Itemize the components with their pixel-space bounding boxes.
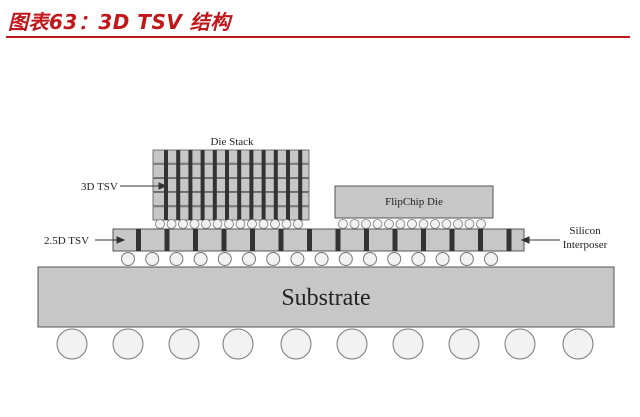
interposer-label-line1: Silicon [569,225,601,237]
micro-bump [441,219,452,229]
tsv-25d [335,229,341,251]
c4-bump [169,252,184,266]
solder-ball [112,328,144,360]
c4-bump [435,252,450,266]
tsv-25d [221,229,227,251]
micro-bump [361,219,371,229]
tsv-3d [200,150,205,220]
solder-ball [222,328,254,360]
arrowhead-25d-tsv [116,236,126,244]
substrate [37,266,615,328]
tsv-25d [478,229,483,251]
flipchip-die-label: FlipChip Die [385,196,443,208]
tsv-3d [298,150,303,220]
tsv-25d [449,229,455,251]
micro-bump [464,219,475,229]
die-stack-label: Die Stack [210,136,254,148]
micro-bump [293,219,303,229]
c4-bump [363,252,377,266]
tsv-3d [286,150,290,220]
solder-ball [504,328,536,360]
solder-ball [336,328,368,360]
solder-ball [448,328,480,360]
micro-bump [189,219,200,229]
tsv-3d [261,150,266,220]
micro-bump [247,219,257,229]
substrate-label: Substrate [281,285,370,311]
silicon-interposer [112,228,525,252]
solder-ball [280,328,312,360]
c4-bump [193,252,208,266]
c4-bump [314,252,329,266]
tsv-3d [188,150,193,220]
micro-bump [407,219,417,229]
interposer-label-line2: Interposer [563,239,608,251]
micro-bump [258,219,269,229]
micro-bump [166,219,177,229]
solder-ball [168,328,200,360]
c4-bump [484,252,498,266]
figure-title: 图表63：3D TSV 结构 [8,10,231,34]
micro-bump [338,219,348,229]
micro-bump [155,219,165,229]
tsv-25d [506,229,512,251]
tsv-25d [136,229,141,251]
solder-ball [562,328,594,360]
micro-bump [235,219,246,229]
c4-bump [411,252,426,266]
micro-bump [212,219,223,229]
micro-bump [281,219,292,229]
tsv-25d-label: 2.5D TSV [44,235,89,247]
tsv-25d [421,229,426,251]
micro-bump [418,219,429,229]
tsv-3d-label: 3D TSV [81,181,118,193]
micro-bump [224,219,234,229]
tsv-3d [249,150,254,220]
tsv-3d [273,150,278,220]
micro-bump [430,219,440,229]
c4-bump [121,252,135,266]
flipchip-die [334,185,494,219]
tsv-25d [307,229,312,251]
tsv-3d [237,150,242,220]
micro-bump [384,219,394,229]
micro-bump [178,219,188,229]
tsv-3d [225,150,229,220]
tsv-3d [164,150,168,220]
label-arrows [95,182,560,244]
solder-ball [56,328,88,360]
micro-bump [395,219,406,229]
micro-bump [372,219,383,229]
tsv-25d [250,229,255,251]
micro-bump [201,219,211,229]
micro-bump [453,219,463,229]
tsv-25d [164,229,170,251]
arrowhead-3d-tsv [158,182,168,190]
tsv-25d [364,229,369,251]
tsv-25d [193,229,198,251]
c4-bump [217,252,232,266]
micro-bump [349,219,360,229]
tsv-3d [176,150,181,220]
title-divider [6,36,630,38]
c4-bump [290,252,305,266]
c4-bump [387,252,402,266]
tsv-3d [212,150,217,220]
arrowhead-interposer [520,236,530,244]
solder-ball [392,328,424,360]
micro-bump [270,219,280,229]
c4-bump [266,252,281,266]
micro-bump [476,219,486,229]
c4-bump [242,252,256,266]
c4-bump [459,252,474,266]
tsv-25d [392,229,398,251]
c4-bump [145,252,160,266]
c4-bump [338,252,353,266]
tsv-25d [278,229,284,251]
